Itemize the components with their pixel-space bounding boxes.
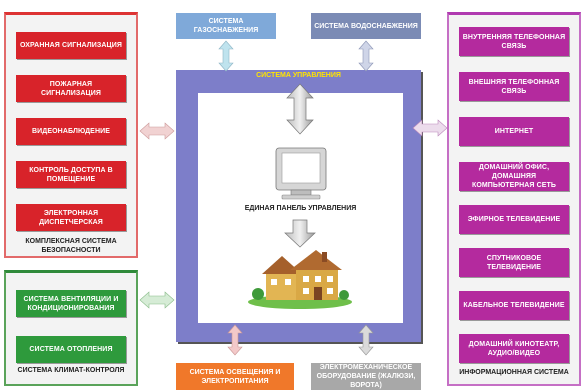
info-item-cable-tv: КАБЕЛЬНОЕ ТЕЛЕВИДЕНИЕ [459,291,569,320]
security-item-video: ВИДЕОНАБЛЮДЕНИЕ [16,118,126,145]
climate-arrow [139,291,175,309]
info-group-panel: ВНУТРЕННЯЯ ТЕЛЕФОННАЯ СВЯЗЬ ВНЕШНЯЯ ТЕЛЕ… [447,12,581,386]
security-group-panel: ОХРАННАЯ СИГНАЛИЗАЦИЯ ПОЖАРНАЯ СИГНАЛИЗА… [4,12,138,258]
info-item-home-office: ДОМАШНИЙ ОФИС, ДОМАШНЯЯ КОМПЬЮТЕРНАЯ СЕТ… [459,162,569,191]
climate-group-panel: СИСТЕМА ВЕНТИЛЯЦИИ И КОНДИЦИОНИРОВАНИЯ С… [4,270,138,386]
info-arrow [412,119,448,137]
info-item-internal-phone: ВНУТРЕННЯЯ ТЕЛЕФОННАЯ СВЯЗЬ [459,27,569,56]
info-item-satellite-tv: СПУТНИКОВОЕ ТЕЛЕВИДЕНИЕ [459,248,569,277]
monitor-icon [275,147,327,200]
panel-to-house-arrow [284,219,316,248]
lighting-arrow [227,324,243,356]
security-item-dispatch: ЭЛЕКТРОННАЯ ДИСПЕТЧЕРСКАЯ [16,204,126,231]
climate-group-caption: СИСТЕМА КЛИМАТ-КОНТРОЛЯ [17,367,125,374]
control-system-title: СИСТЕМА УПРАВЛЕНИЯ [256,72,341,79]
climate-item-heating: СИСТЕМА ОТОПЛЕНИЯ [16,336,126,363]
info-item-internet: ИНТЕРНЕТ [459,117,569,146]
info-item-external-phone: ВНЕШНЯЯ ТЕЛЕФОННАЯ СВЯЗЬ [459,72,569,101]
security-group-caption: КОМПЛЕКСНАЯ СИСТЕМА БЕЗОПАСНОСТИ [25,238,117,254]
lighting-power-box: СИСТЕМА ОСВЕЩЕНИЯ И ЭЛЕКТРОПИТАНИЯ [176,363,294,390]
unified-control-panel-label: ЕДИНАЯ ПАНЕЛЬ УПРАВЛЕНИЯ [244,205,357,212]
gas-supply-box: СИСТЕМА ГАЗОСНАБЖЕНИЯ [176,13,276,39]
security-item-access: КОНТРОЛЬ ДОСТУПА В ПОМЕЩЕНИЕ [16,161,126,188]
electromech-arrow [358,324,374,356]
control-to-panel-arrow [286,83,314,135]
security-item-alarm: ОХРАННАЯ СИГНАЛИЗАЦИЯ [16,32,126,59]
info-item-home-theater: ДОМАШНИЙ КИНОТЕАТР, АУДИО/ВИДЕО [459,334,569,363]
info-item-broadcast-tv: ЭФИРНОЕ ТЕЛЕВИДЕНИЕ [459,205,569,234]
security-arrow [139,122,175,140]
water-arrow [358,40,374,72]
climate-item-ventilation: СИСТЕМА ВЕНТИЛЯЦИИ И КОНДИЦИОНИРОВАНИЯ [16,290,126,317]
security-item-fire-alarm: ПОЖАРНАЯ СИГНАЛИЗАЦИЯ [16,75,126,102]
electromech-box: ЭЛЕКТРОМЕХАНИЧЕСКОЕ ОБОРУДОВАНИЕ (ЖАЛЮЗИ… [311,363,421,390]
house-icon [248,250,352,309]
gas-arrow [218,40,234,72]
info-group-caption: ИНФОРМАЦИОННАЯ СИСТЕМА [459,369,569,376]
water-supply-box: СИСТЕМА ВОДОСНАБЖЕНИЯ [311,13,421,39]
